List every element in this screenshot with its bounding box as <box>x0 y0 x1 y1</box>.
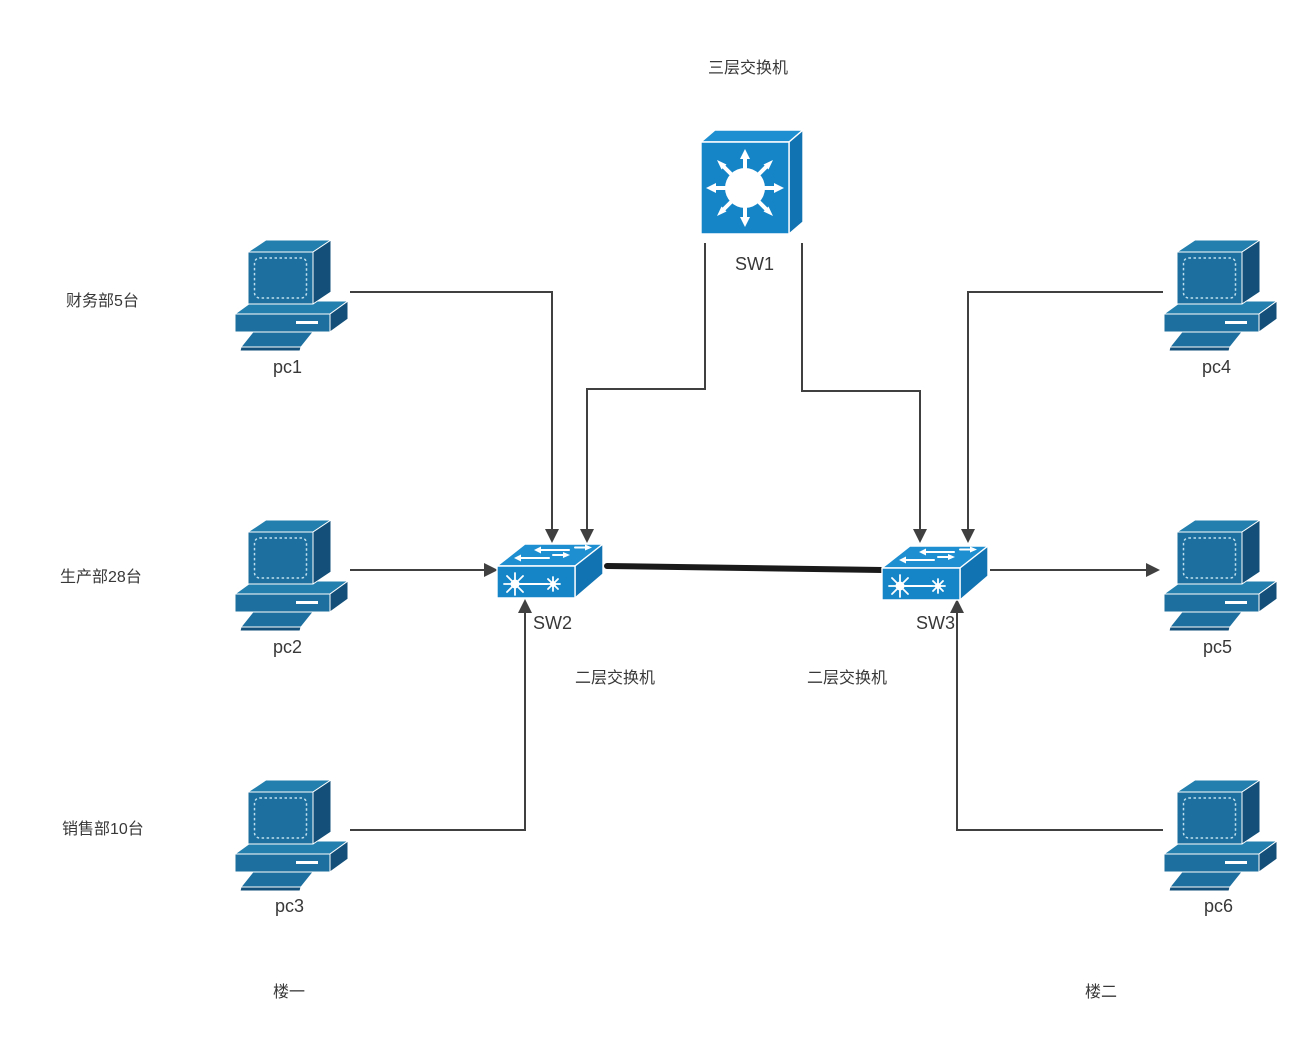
layer3-switch-icon <box>697 126 809 242</box>
desktop-pc-icon <box>230 777 350 897</box>
label-dept-finance: 财务部5台 <box>66 293 139 310</box>
node-pc3 <box>230 777 350 902</box>
layer2-switch-icon <box>491 538 609 602</box>
link-pc3-sw2 <box>350 599 532 831</box>
desktop-pc-icon <box>1159 237 1279 357</box>
node-pc2 <box>230 517 350 642</box>
link-sw2-sw3-trunk <box>604 563 885 573</box>
node-sw3 <box>876 540 994 609</box>
label-pc6: pc6 <box>1204 896 1234 916</box>
label-pc5: pc5 <box>1203 637 1233 657</box>
label-building-one: 楼一 <box>273 984 306 1001</box>
label-sw3: SW3 <box>916 613 956 633</box>
node-sw1 <box>697 126 809 247</box>
layer2-switch-icon <box>876 540 994 604</box>
node-pc1 <box>230 237 350 362</box>
label-building-two: 楼二 <box>1085 984 1118 1001</box>
desktop-pc-icon <box>230 237 350 357</box>
node-sw2 <box>491 538 609 607</box>
label-sw1: SW1 <box>735 254 775 274</box>
link-pc6-sw3 <box>950 599 1163 831</box>
label-pc1: pc1 <box>273 357 303 377</box>
link-pc4-sw3 <box>961 291 1163 543</box>
node-pc4 <box>1159 237 1279 362</box>
link-sw1-sw3 <box>801 243 927 543</box>
label-pc4: pc4 <box>1202 357 1232 377</box>
node-pc5 <box>1159 517 1279 642</box>
desktop-pc-icon <box>1159 777 1279 897</box>
label-pc2: pc2 <box>273 637 303 657</box>
label-dept-sales: 销售部10台 <box>62 821 144 838</box>
desktop-pc-icon <box>230 517 350 637</box>
link-sw1-sw2 <box>580 243 706 543</box>
desktop-pc-icon <box>1159 517 1279 637</box>
link-pc1-sw2 <box>350 291 559 543</box>
label-layer3-switch: 三层交换机 <box>708 60 789 77</box>
label-sw3-type: 二层交换机 <box>807 670 888 687</box>
node-pc6 <box>1159 777 1279 902</box>
label-sw2: SW2 <box>533 613 573 633</box>
label-sw2-type: 二层交换机 <box>575 670 656 687</box>
label-pc3: pc3 <box>275 896 305 916</box>
label-dept-production: 生产部28台 <box>60 569 142 586</box>
